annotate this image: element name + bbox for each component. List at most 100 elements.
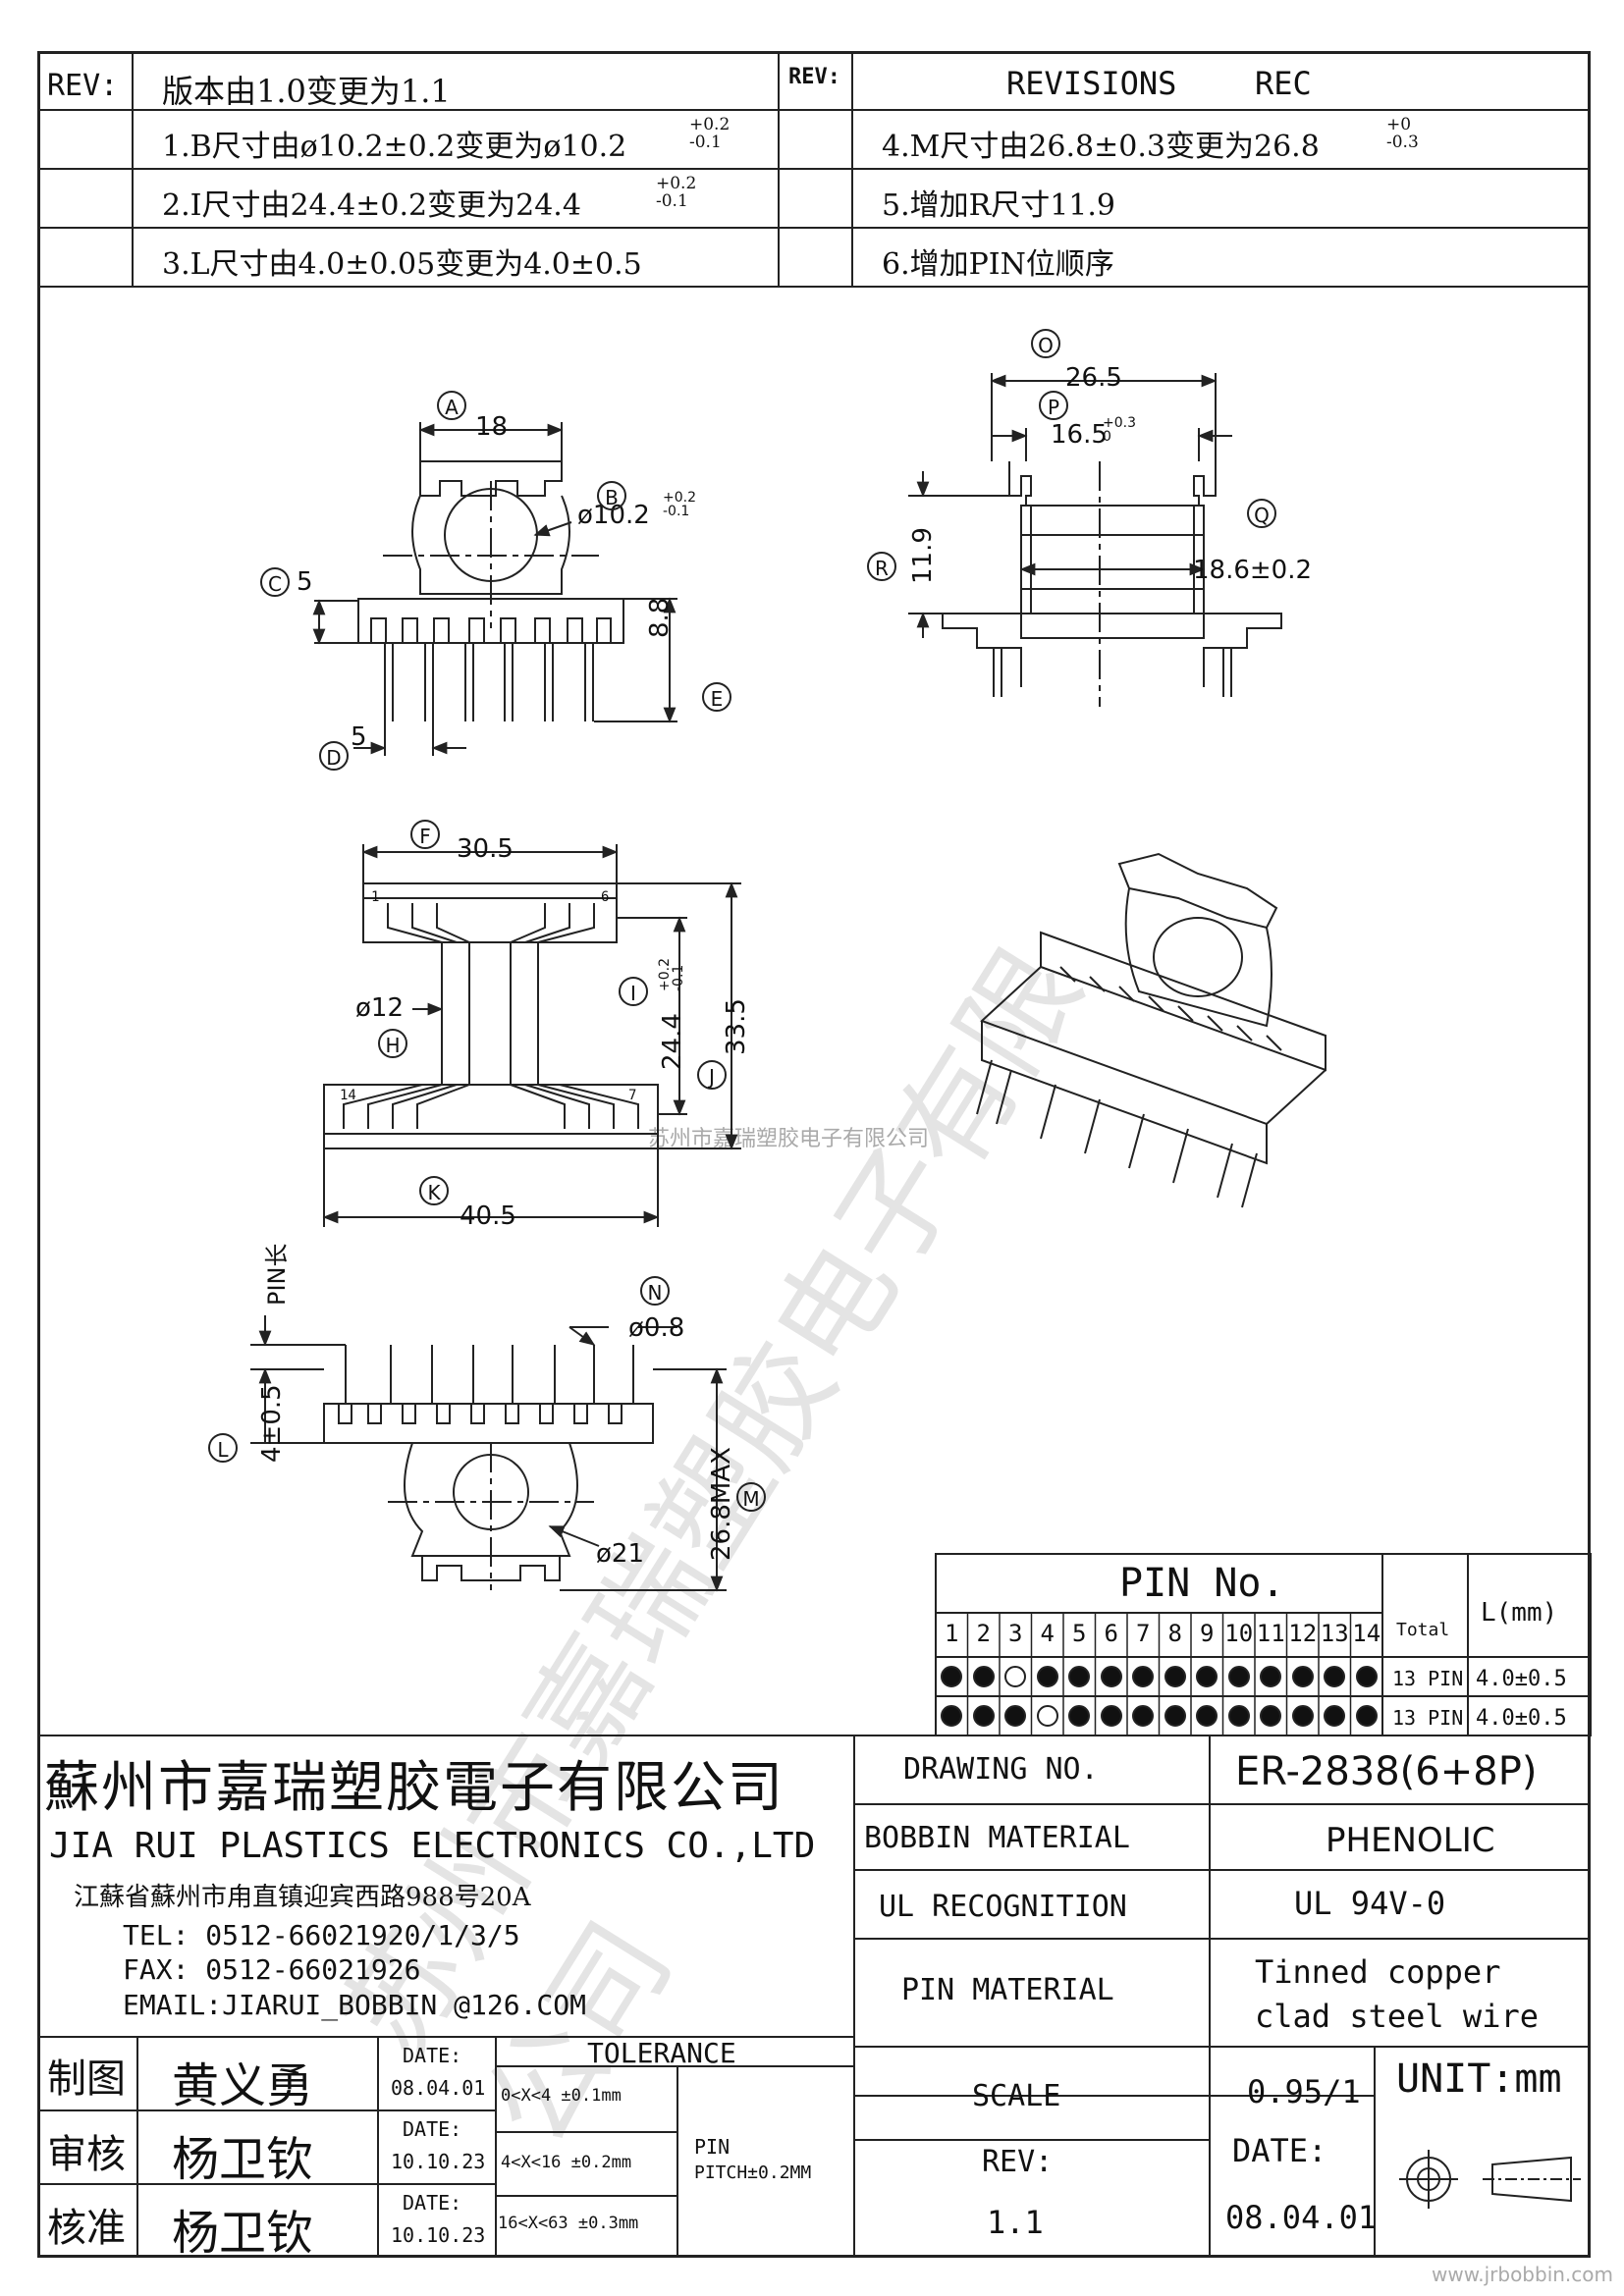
pin-number-header: 10 <box>1224 1620 1254 1647</box>
marker-c: C <box>260 567 290 597</box>
drawing-no: ER-2838(6+8P) <box>1235 1749 1538 1794</box>
pin-present-dot <box>1164 1666 1186 1687</box>
dim-f-value: 30.5 <box>457 834 514 864</box>
pin-present-dot <box>1291 1666 1314 1687</box>
footer-url: www.jrbobbin.com <box>1432 2263 1613 2286</box>
pin-present-dot <box>1068 1705 1091 1727</box>
bottom-view <box>322 844 741 1227</box>
pin-row-length: 4.0±0.5 <box>1476 1667 1567 1691</box>
projection-symbol <box>1399 2150 1581 2209</box>
rev-item-3: 3.L尺寸由4.0±0.05变更为4.0±0.5 <box>162 247 642 282</box>
company-tel: TEL: 0512-66021920/1/3/5 <box>123 1919 520 1951</box>
pin-present-dot <box>1132 1705 1155 1727</box>
approval-date-label-approve: DATE: <box>403 2191 462 2215</box>
marker-e: E <box>702 682 731 712</box>
pin-number-14: 14 <box>340 1088 356 1103</box>
tolerance-pitch: PITCH±0.2MM <box>694 2163 812 2183</box>
approval-date-approve: 10.10.23 <box>391 2223 486 2247</box>
marker-r: R <box>867 552 896 581</box>
pin-number-header: 7 <box>1136 1620 1151 1647</box>
dim-d21-value: ø21 <box>596 1539 644 1569</box>
rev-block-label: REV: <box>982 2145 1054 2179</box>
rev-header-rec: REC <box>1255 65 1312 102</box>
rev-item-2: 2.I尺寸由24.4±0.2变更为24.4 <box>162 188 581 223</box>
marker-a: A <box>437 391 466 420</box>
pin-number-header: 14 <box>1352 1620 1381 1647</box>
pin-row-length: 4.0±0.5 <box>1476 1706 1567 1731</box>
marker-f: F <box>410 820 440 849</box>
pin-present-dot <box>1164 1705 1186 1727</box>
pin-present-dot <box>1132 1666 1155 1687</box>
dim-b-tol: +0.2-0.1 <box>663 490 696 519</box>
pin-present-dot <box>1260 1666 1282 1687</box>
pin-row-total: 13 PIN <box>1392 1706 1464 1730</box>
company-name-en: JIA RUI PLASTICS ELECTRONICS CO.,LTD <box>49 1826 816 1866</box>
approval-role-draw: 制图 <box>47 2056 126 2102</box>
pin-present-dot <box>1068 1666 1091 1687</box>
marker-k: K <box>419 1176 449 1205</box>
rev-header-left: 版本由1.0变更为1.1 <box>162 73 451 110</box>
pin-number-6: 6 <box>601 889 610 905</box>
drawing-frame <box>37 51 1591 2258</box>
rev-item-1: 1.B尺寸由ø10.2±0.2变更为ø10.2 <box>162 130 627 164</box>
pin-number-7: 7 <box>628 1088 637 1103</box>
approval-date-label-review: DATE: <box>403 2117 462 2141</box>
tolerance-pin-label: PIN <box>694 2135 731 2159</box>
date-block-label: DATE: <box>1232 2132 1327 2169</box>
dim-q-value: 18.6±0.2 <box>1193 556 1313 585</box>
approval-role-review: 审核 <box>47 2132 126 2177</box>
marker-i: I <box>619 977 648 1006</box>
marker-q: Q <box>1247 499 1276 528</box>
pin-number-header: 11 <box>1256 1620 1285 1647</box>
pin-present-dot <box>1004 1705 1027 1727</box>
pin-present-dot <box>1355 1666 1378 1687</box>
scale-label: SCALE <box>972 2079 1061 2113</box>
marker-m: M <box>736 1482 766 1512</box>
pin-number-header: 12 <box>1288 1620 1318 1647</box>
ul-recognition: UL 94V-0 <box>1294 1885 1446 1922</box>
dim-k-value: 40.5 <box>460 1201 516 1231</box>
pin-number-header: 8 <box>1167 1620 1182 1647</box>
marker-p: P <box>1039 391 1068 420</box>
ul-recognition-label: UL RECOGNITION <box>879 1890 1127 1924</box>
pin-present-dot <box>1260 1705 1282 1727</box>
approval-date-label-draw: DATE: <box>403 2044 462 2067</box>
dim-p-value: 16.5 <box>1051 420 1108 450</box>
unit-label: UNIT:mm <box>1396 2056 1562 2102</box>
pin-table-total-label: Total <box>1396 1620 1450 1640</box>
pin-length-view <box>250 1315 727 1592</box>
pin-present-dot <box>1227 1705 1250 1727</box>
pin-table-l-label: L(mm) <box>1481 1598 1558 1628</box>
approval-date-draw: 08.04.01 <box>391 2076 486 2100</box>
company-fax: FAX: 0512-66021926 <box>123 1953 421 1986</box>
marker-d: D <box>319 741 349 771</box>
isometric-view <box>976 852 1326 1208</box>
dim-n-value: ø0.8 <box>628 1313 685 1343</box>
pin-number-1: 1 <box>371 889 380 905</box>
bobbin-material: PHENOLIC <box>1326 1821 1495 1860</box>
pin-present-dot <box>972 1666 995 1687</box>
pin-present-dot <box>1355 1705 1378 1727</box>
dim-a-value: 18 <box>475 412 509 442</box>
pin-present-dot <box>941 1666 963 1687</box>
approval-name-draw: 黄义勇 <box>172 2058 314 2113</box>
marker-h: H <box>378 1029 407 1058</box>
front-view-top <box>312 422 677 756</box>
pin-number-header: 2 <box>976 1620 991 1647</box>
pin-row-total: 13 PIN <box>1392 1667 1464 1690</box>
pin-present-dot <box>1196 1666 1218 1687</box>
rev-item-5: 5.增加R尺寸11.9 <box>882 188 1116 223</box>
pin-present-dot <box>1324 1666 1346 1687</box>
rev-item-4-tol: +0-0.3 <box>1386 115 1419 152</box>
rev-item-6: 6.增加PIN位顺序 <box>882 247 1114 282</box>
marker-o: O <box>1031 329 1060 358</box>
company-name-cn: 蘇州市嘉瑞塑胶電子有限公司 <box>44 1756 785 1820</box>
approval-name-approve: 杨卫钦 <box>172 2206 314 2261</box>
pin-present-dot <box>972 1705 995 1727</box>
drawing-no-label: DRAWING NO. <box>903 1752 1099 1787</box>
approval-name-review: 杨卫钦 <box>172 2132 314 2187</box>
pin-absent-dot <box>1004 1666 1027 1687</box>
pin-number-header: 1 <box>945 1620 959 1647</box>
